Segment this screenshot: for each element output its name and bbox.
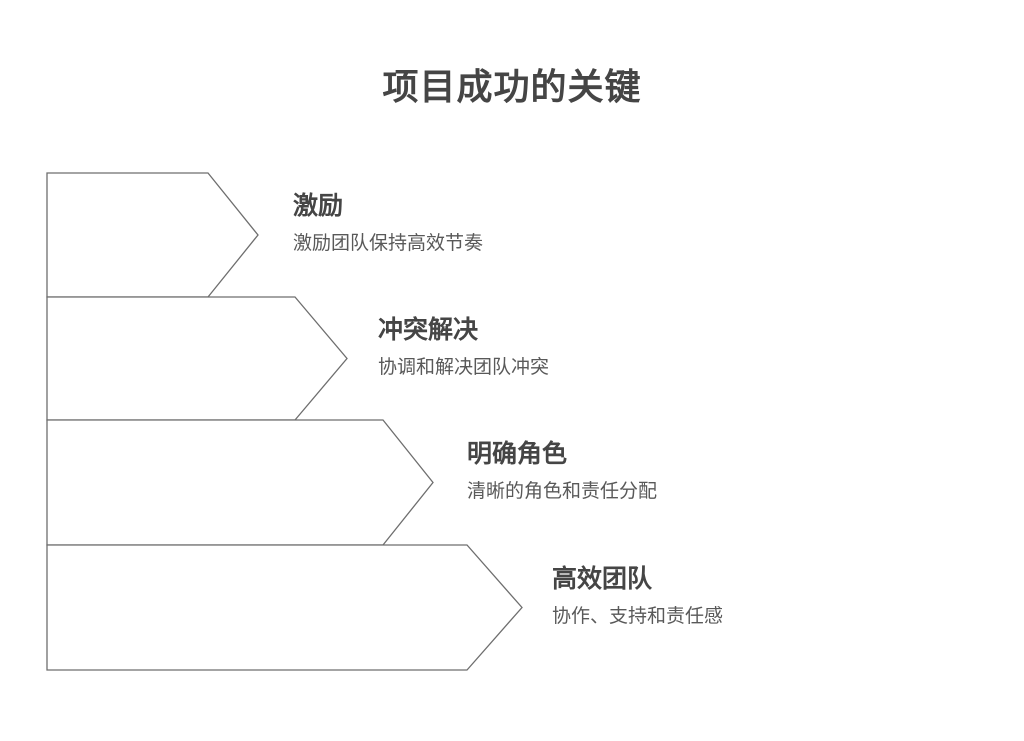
step-title: 激励 (293, 192, 344, 220)
arrow-shape-step1 (46, 172, 259, 298)
step-item-4: 高效团队 协作、支持和责任感 (552, 562, 723, 630)
step-title: 高效团队 (552, 565, 653, 593)
step-item-2: 冲突解决 协调和解决团队冲突 (378, 313, 549, 381)
step-item-1: 激励 激励团队保持高效节奏 (293, 189, 483, 257)
arrow-shape-step3 (46, 419, 434, 546)
step-title: 冲突解决 (378, 316, 479, 344)
step-title: 明确角色 (467, 440, 568, 468)
arrow-shape-step4 (46, 544, 523, 671)
step-desc: 协作、支持和责任感 (552, 606, 724, 627)
step-desc: 协调和解决团队冲突 (378, 357, 550, 378)
step-desc: 激励团队保持高效节奏 (293, 233, 484, 254)
arrow-shape-step2 (46, 296, 348, 421)
step-item-3: 明确角色 清晰的角色和责任分配 (467, 437, 657, 505)
step-desc: 清晰的角色和责任分配 (467, 481, 658, 502)
page-title: 项目成功的关键 (382, 66, 642, 107)
